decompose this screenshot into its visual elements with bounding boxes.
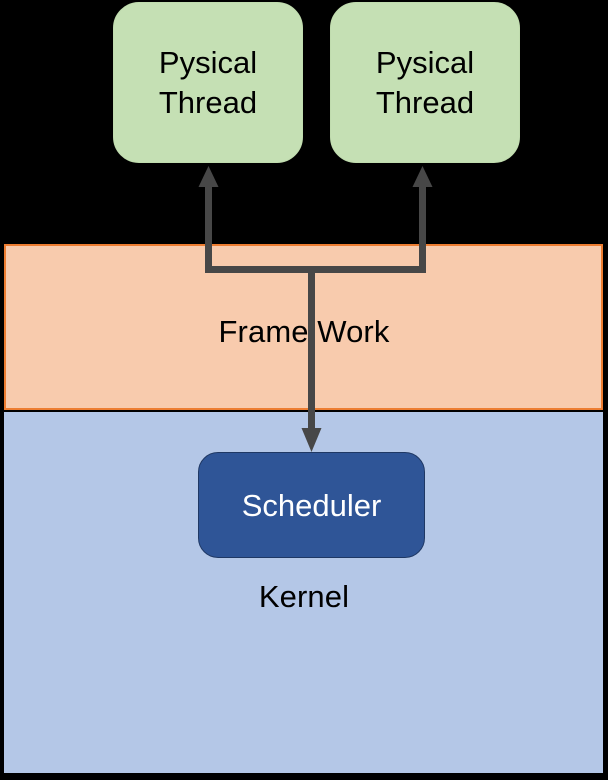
physical-thread-box-2[interactable]: Pysical Thread <box>330 2 520 163</box>
physical-thread-box-2-text: Pysical Thread <box>376 43 474 122</box>
scheduler-box-label: Scheduler <box>241 487 382 523</box>
physical-thread-box-1-line2: Thread <box>158 84 258 120</box>
arrowhead-up-left <box>198 166 219 187</box>
framework-layer-label: Frame Work <box>218 314 390 349</box>
physical-thread-box-1-line1: Pysical <box>158 44 258 80</box>
kernel-layer-label: Kernel <box>258 579 350 614</box>
arrowhead-up-right <box>412 166 433 187</box>
physical-thread-box-2-line2: Thread <box>375 84 475 120</box>
physical-thread-box-1[interactable]: Pysical Thread <box>113 2 303 163</box>
physical-thread-box-1-text: Pysical Thread <box>159 43 257 122</box>
physical-thread-box-2-line1: Pysical <box>375 44 475 80</box>
scheduler-box[interactable]: Scheduler <box>198 452 425 558</box>
